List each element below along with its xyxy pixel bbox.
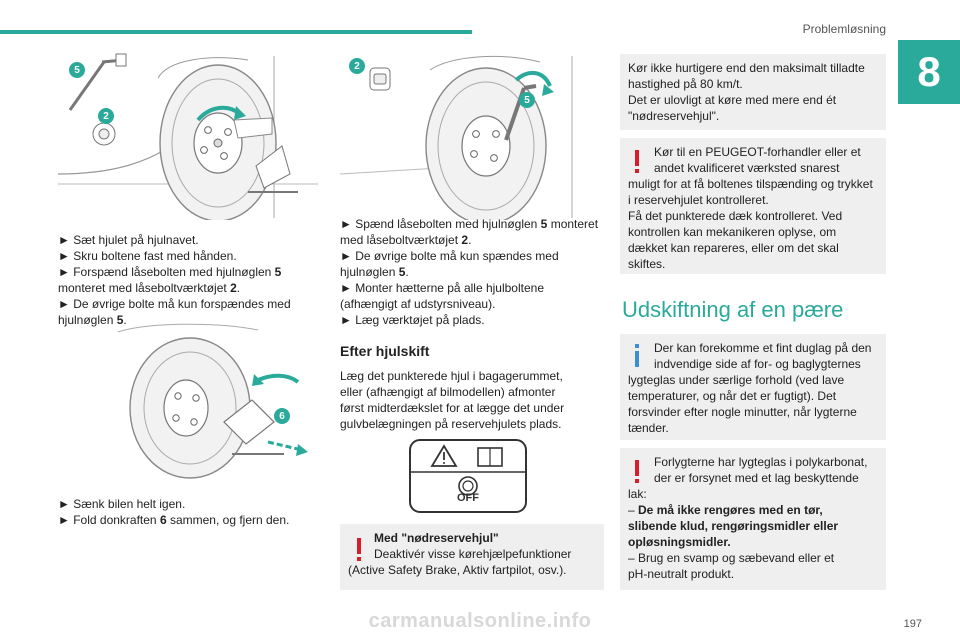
- step-line: hjulnøglen 5.: [58, 313, 127, 327]
- body-line: Læg det punkterede hjul i bagagerummet,: [340, 369, 563, 383]
- warning-line: slibende klud, rengøringsmidler eller: [628, 519, 839, 533]
- step-line: ► Sænk bilen helt igen.: [58, 497, 186, 511]
- warning-icon: [634, 460, 640, 484]
- warning-line: – Brug en svamp og sæbevand eller et: [628, 551, 835, 565]
- steps-lower-car: ► Sænk bilen helt igen. ► Fold donkrafte…: [58, 496, 318, 528]
- section-heading-bulb: Udskiftning af en pære: [622, 297, 844, 322]
- illustration-tighten-bolts: [340, 48, 602, 220]
- warning-box-headlamps: Forlygterne har lygteglas i polykarbonat…: [620, 448, 886, 590]
- info-line: Der kan forekomme et fint duglag på den: [654, 341, 872, 355]
- header-accent-bar: [0, 30, 472, 34]
- step-line: ► Skru boltene fast med hånden.: [58, 249, 237, 263]
- steps-tighten-bolts: ► Spænd låsebolten med hjulnøglen 5 mont…: [340, 216, 608, 328]
- callout-6: 6: [274, 408, 290, 424]
- warning-line: andet kvalificeret værksted snarest: [654, 161, 840, 175]
- warning-line: opløsningsmidler.: [628, 535, 731, 549]
- chapter-title: Problemløsning: [802, 22, 886, 36]
- warning-line: (Active Safety Brake, Aktiv fartpilot, o…: [348, 563, 567, 577]
- warning-line: i reservehjulet kontrolleret.: [628, 193, 769, 207]
- note-line: Kør ikke hurtigere end den maksimalt til…: [628, 61, 865, 75]
- step-line: ► Spænd låsebolten med hjulnøglen 5 mont…: [340, 217, 599, 231]
- warning-icon: [634, 150, 640, 174]
- step-line: (afhængigt af udstyrsniveau).: [340, 297, 496, 311]
- warning-line: der er forsynet med et lag beskyttende: [654, 471, 859, 485]
- info-box-condensation: Der kan forekomme et fint duglag på den …: [620, 334, 886, 440]
- warning-box-dealer: Kør til en PEUGEOT-forhandler eller et a…: [620, 138, 886, 274]
- off-label: OFF: [457, 492, 479, 504]
- warning-line: – De må ikke rengøres med en tør,: [628, 503, 823, 517]
- callout-2: 2: [98, 108, 114, 124]
- warning-line: Forlygterne har lygteglas i polykarbonat…: [654, 455, 868, 469]
- note-box-speed: Kør ikke hurtigere end den maksimalt til…: [620, 54, 886, 130]
- body-line: gulvbelægningen på reservehjulets plads.: [340, 417, 562, 431]
- warning-line: lak:: [628, 487, 647, 501]
- callout-5: 5: [519, 92, 535, 108]
- chapter-number-badge: 8: [898, 40, 960, 104]
- step-line: ► Sæt hjulet på hjulnavet.: [58, 233, 199, 247]
- info-line: lygteglas under særlige forhold (ved lav…: [628, 373, 845, 387]
- warning-line: muligt for at få boltenes tilspænding og…: [628, 177, 873, 191]
- illustration-lower-car: [108, 322, 318, 482]
- page-number: 197: [903, 618, 922, 630]
- note-line: "nødreservehjul".: [628, 109, 720, 123]
- info-line: forsvinder efter nogle minutter, når lyg…: [628, 405, 857, 419]
- info-line: temperaturer, og når det er fugtigt). De…: [628, 389, 837, 403]
- step-line: med låseboltværktøjet 2.: [340, 233, 472, 247]
- warning-box-spare-wheel: Med "nødreservehjul" Deaktivér visse kør…: [340, 524, 604, 590]
- warning-line: Kør til en PEUGEOT-forhandler eller et: [654, 145, 861, 159]
- step-line: ► Monter hætterne på alle hjulboltene: [340, 281, 544, 295]
- callout-2: 2: [349, 58, 365, 74]
- info-icon: [634, 344, 640, 368]
- body-line: eller (afhængigt af bilmodellen) afmonte…: [340, 385, 556, 399]
- step-line: ► Fold donkraften 6 sammen, og fjern den…: [58, 513, 290, 527]
- warning-line: kontrollen kan mekanikeren oplyse, om: [628, 225, 837, 239]
- step-line: ► Læg værktøjet på plads.: [340, 313, 485, 327]
- warning-line: skiftes.: [628, 257, 666, 271]
- warning-line: Få det punkterede dæk kontrolleret. Ved: [628, 209, 843, 223]
- info-line: indvendige side af for- og baglygternes: [654, 357, 861, 371]
- watermark: carmanualsonline.info: [368, 610, 592, 632]
- note-line: Det er ulovligt at køre med mere end ét: [628, 93, 837, 107]
- warning-line: pH-neutralt produkt.: [628, 567, 735, 581]
- after-wheel-change-section: Efter hjulskift Læg det punkterede hjul …: [340, 342, 608, 432]
- step-line: ► Forspænd låsebolten med hjulnøglen 5: [58, 265, 282, 279]
- step-line: monteret med låseboltværktøjet 2.: [58, 281, 241, 295]
- step-line: ► De øvrige bolte må kun forspændes med: [58, 297, 291, 311]
- warning-icon: [356, 538, 362, 562]
- note-line: hastighed på 80 km/t.: [628, 77, 743, 91]
- warning-line: Deaktivér visse kørehjælpefunktioner: [374, 547, 572, 561]
- info-line: tænder.: [628, 421, 669, 435]
- step-line: hjulnøglen 5.: [340, 265, 409, 279]
- step-line: ► De øvrige bolte må kun spændes med: [340, 249, 559, 263]
- illustration-fit-wheel: [58, 48, 320, 220]
- warning-title: Med "nødreservehjul": [374, 531, 499, 545]
- steps-fit-wheel: ► Sæt hjulet på hjulnavet. ► Skru bolten…: [58, 232, 318, 328]
- warning-line: dækket kan repareres, eller om det skal: [628, 241, 839, 255]
- callout-5: 5: [69, 62, 85, 78]
- body-line: først midterdækslet for at lægge det und…: [340, 401, 565, 415]
- illustration-warning-sticker: [408, 438, 528, 514]
- section-heading: Efter hjulskift: [340, 343, 430, 359]
